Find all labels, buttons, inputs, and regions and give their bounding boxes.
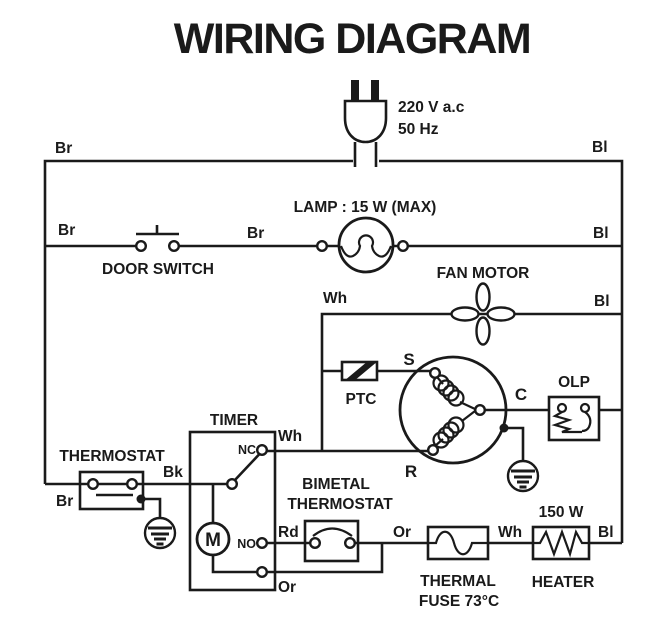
ptc-symbol — [340, 360, 379, 382]
thermostat-internals — [86, 478, 146, 504]
fan-icon — [450, 282, 516, 346]
lamp-label: LAMP : 15 W (MAX) — [294, 199, 437, 216]
wire-label-heater-out: Bl — [598, 524, 614, 541]
thermal-fuse-label-line1: THERMAL — [420, 573, 496, 590]
thermal-fuse-element — [428, 530, 488, 556]
timer-nc-terminal — [256, 444, 269, 457]
wire-label-lamp-row-left: Br — [58, 222, 75, 239]
wire-label-lamp-row-mid: Br — [247, 225, 264, 242]
wire-label-fan-row-right: Bl — [594, 293, 610, 310]
terminal-s-label: S — [403, 350, 414, 369]
olp-box — [547, 395, 601, 442]
heater-element — [533, 528, 589, 558]
heater-power-label: 150 W — [539, 504, 584, 521]
terminal-c-label: C — [515, 385, 527, 404]
voltage-label: 220 V a.c — [398, 99, 465, 116]
ground-icon-compressor — [506, 459, 540, 493]
timer-pivot-terminal — [225, 478, 238, 491]
thermostat-box — [78, 470, 145, 511]
bimetal-label-line2: THERMOSTAT — [287, 496, 393, 513]
terminal-r — [427, 444, 440, 457]
timer-no-label: NO — [237, 537, 256, 551]
terminal-r-label: R — [405, 462, 417, 481]
olp-internals — [551, 402, 592, 434]
timer-motor-circle — [195, 521, 231, 557]
door-switch-symbol — [134, 225, 180, 252]
compressor-windings — [432, 374, 476, 449]
timer-no-terminal — [256, 537, 269, 550]
wire-label-top-right: Bl — [592, 139, 608, 156]
terminal-s — [429, 367, 442, 380]
wire-label-top-left: Br — [55, 140, 72, 157]
timer-motor-label: M — [205, 530, 221, 551]
ptc-label: PTC — [346, 391, 377, 408]
timer-bottom-terminal — [256, 566, 269, 579]
wire-label-thermostat-in: Br — [56, 493, 73, 510]
wire-timer-internals — [211, 453, 260, 574]
bimetal-label-line1: BIMETAL — [302, 476, 370, 493]
lamp-filament — [339, 234, 393, 258]
timer-label: TIMER — [210, 412, 258, 429]
olp-label: OLP — [558, 374, 590, 391]
page-title: WIRING DIAGRAM — [174, 15, 530, 63]
ground-icon-thermostat — [143, 516, 177, 550]
wire-label-lamp-row-right: Bl — [593, 225, 609, 242]
lamp-symbol — [316, 216, 410, 274]
thermal-fuse-label-line2: FUSE 73°C — [419, 593, 499, 610]
wire-label-nc-out: Wh — [278, 428, 302, 445]
power-plug-icon — [343, 80, 388, 167]
frequency-label: 50 Hz — [398, 121, 439, 138]
thermostat-ground-junction-dot — [136, 494, 146, 504]
thermostat-label: THERMOSTAT — [59, 448, 165, 465]
timer-box — [188, 430, 277, 592]
wire-fan-ptc-compressor — [267, 312, 622, 453]
wire-label-no-out: Rd — [278, 524, 299, 541]
wire-defrost-row — [267, 541, 622, 574]
wire-label-fan-row-left: Wh — [323, 290, 347, 307]
wire-label-bimetal-out: Or — [393, 524, 411, 541]
fan-motor-label: FAN MOTOR — [437, 265, 530, 282]
wire-label-timer-bottom-out: Or — [278, 579, 296, 596]
wire-label-thermostat-out: Bk — [163, 464, 183, 481]
bimetal-internals — [309, 527, 357, 550]
timer-nc-label: NC — [238, 443, 256, 457]
compressor-shell-junction-dot — [499, 423, 509, 433]
wire-label-fuse-out: Wh — [498, 524, 522, 541]
timer-internals — [195, 444, 269, 579]
terminal-c — [474, 404, 487, 417]
door-switch-label: DOOR SWITCH — [102, 261, 214, 278]
wire-top-and-rails — [43, 159, 624, 543]
heater-label: HEATER — [532, 574, 595, 591]
